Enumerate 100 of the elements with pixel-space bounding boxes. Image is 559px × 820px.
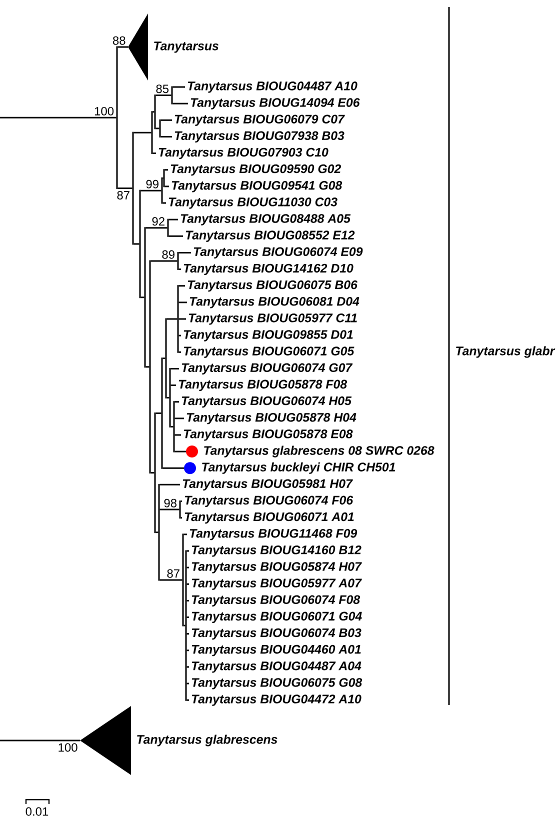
support-value: 99 — [146, 180, 158, 188]
taxon-label: Tanytarsus buckleyi CHIR CH501 — [202, 462, 396, 474]
branch-line — [156, 412, 162, 414]
support-value: 98 — [164, 498, 177, 508]
taxon-label: Tanytarsus BIOUG06074 B03 — [192, 628, 362, 640]
taxon-label: Tanytarsus BIOUG14094 E06 — [190, 98, 360, 110]
taxon-label: Tanytarsus BIOUG14160 B12 — [192, 546, 362, 557]
branch-line — [178, 302, 187, 304]
branch-line — [186, 583, 189, 585]
branch-line — [160, 136, 172, 138]
branch-line — [178, 351, 181, 353]
branch-line — [150, 472, 154, 474]
marker-dot — [184, 462, 196, 474]
branch-line — [134, 243, 140, 245]
branch-line — [186, 682, 189, 684]
taxon-label: Tanytarsus BIOUG06074 H05 — [182, 396, 352, 408]
branch-line — [186, 616, 189, 618]
branch-line — [156, 94, 172, 96]
branch-line — [170, 368, 179, 370]
branch-line — [146, 366, 150, 368]
branch-line — [172, 102, 188, 104]
branch-line — [180, 517, 182, 519]
branch-line — [160, 579, 182, 581]
taxon-label: Tanytarsus glabrescens 08 SWRC 0268 — [204, 446, 434, 458]
taxon-label: Tanytarsus BIOUG04487 A10 — [188, 82, 358, 93]
branch-line — [118, 46, 128, 48]
taxon-label: Tanytarsus BIOUG06081 D04 — [190, 296, 360, 308]
branch-line — [162, 467, 184, 469]
branch-line — [156, 128, 160, 130]
taxon-label: Tanytarsus BIOUG06074 F08 — [192, 595, 360, 606]
support-value: 89 — [162, 250, 174, 259]
branch-line — [178, 318, 186, 320]
collapsed-clade-triangle — [128, 14, 148, 80]
marker-dot — [186, 446, 198, 458]
taxon-label: Tanytarsus BIOUG05874 H07 — [192, 562, 362, 574]
support-value: 85 — [156, 84, 169, 94]
branch-line — [152, 111, 154, 113]
taxon-label: Tanytarsus BIOUG05878 H04 — [186, 412, 356, 424]
branch-line — [160, 119, 172, 121]
branch-line — [174, 434, 181, 436]
taxon-label: Tanytarsus BIOUG05878 E08 — [184, 430, 353, 441]
branch-line — [134, 132, 152, 134]
taxon-label: Tanytarsus BIOUG11468 F09 — [190, 528, 358, 540]
taxon-label: Tanytarsus BIOUG14162 D10 — [184, 264, 354, 276]
taxon-label: Tanytarsus BIOUG05977 C11 — [188, 314, 357, 325]
branch-line — [160, 484, 180, 486]
branch-line — [186, 550, 189, 552]
branch-line — [164, 186, 169, 188]
taxon-label: Tanytarsus BIOUG04472 A10 — [192, 694, 362, 706]
branch-line — [178, 334, 181, 336]
taxon-label: Tanytarsus BIOUG05977 A07 — [192, 578, 362, 590]
branch-line — [168, 235, 183, 237]
support-value: 87 — [167, 569, 180, 578]
branch-line — [156, 532, 158, 534]
support-value: 88 — [112, 36, 126, 45]
branch-line — [186, 650, 189, 652]
branch-line — [140, 296, 144, 298]
taxon-label: Tanytarsus BIOUG04487 A04 — [192, 662, 362, 673]
branch-line — [168, 218, 178, 220]
branch-line — [160, 508, 180, 510]
taxon-label: Tanytarsus BIOUG06071 G04 — [192, 612, 362, 624]
taxon-label: Tanytarsus BIOUG06074 G07 — [182, 363, 353, 374]
branch-line — [0, 740, 80, 742]
branch-line — [174, 401, 179, 403]
taxon-label: Tanytarsus BIOUG06079 C07 — [174, 114, 345, 126]
branch-line — [186, 600, 189, 602]
taxon-label: Tanytarsus BIOUG09855 D01 — [184, 330, 353, 342]
taxon-label: Tanytarsus BIOUG06075 G08 — [192, 678, 362, 690]
branch-line — [152, 152, 156, 154]
taxon-label: Tanytarsus BIOUG06074 F06 — [184, 496, 354, 508]
taxon-label: Tanytarsus BIOUG11030 C03 — [168, 198, 338, 209]
taxon-label: Tanytarsus BIOUG06071 A01 — [184, 512, 354, 524]
support-value: 100 — [58, 743, 78, 752]
taxon-label: Tanytarsus BIOUG07938 B03 — [174, 131, 344, 142]
branch-line — [166, 318, 178, 320]
branch-line — [146, 227, 168, 229]
taxon-label: Tanytarsus BIOUG05981 H07 — [182, 479, 353, 490]
taxon-label: Tanytarsus BIOUG04460 A01 — [192, 644, 361, 656]
branch-line — [170, 384, 176, 386]
branch-line — [172, 86, 185, 88]
support-value: 87 — [117, 190, 130, 200]
clade-label: Tanytarsus — [154, 42, 218, 53]
taxon-label: Tanytarsus BIOUG08552 E12 — [186, 230, 355, 242]
branch-line — [0, 116, 116, 118]
clade-label: Tanytarsus glabr — [456, 346, 556, 358]
branch-line — [184, 534, 187, 536]
taxon-label: Tanytarsus BIOUG05878 F08 — [178, 380, 348, 392]
branch-line — [140, 190, 162, 192]
collapsed-clade-triangle — [80, 706, 131, 775]
branch-line — [174, 450, 186, 452]
branch-line — [162, 177, 164, 179]
taxon-label: Tanytarsus BIOUG06075 B06 — [188, 280, 358, 292]
support-value: 92 — [152, 217, 164, 226]
branch-line — [174, 418, 184, 420]
branch-line — [164, 169, 168, 171]
branch-line — [186, 699, 189, 701]
branch-line — [166, 396, 170, 398]
branch-line — [178, 268, 181, 270]
branch-line — [150, 260, 178, 262]
branch-line — [162, 202, 166, 204]
